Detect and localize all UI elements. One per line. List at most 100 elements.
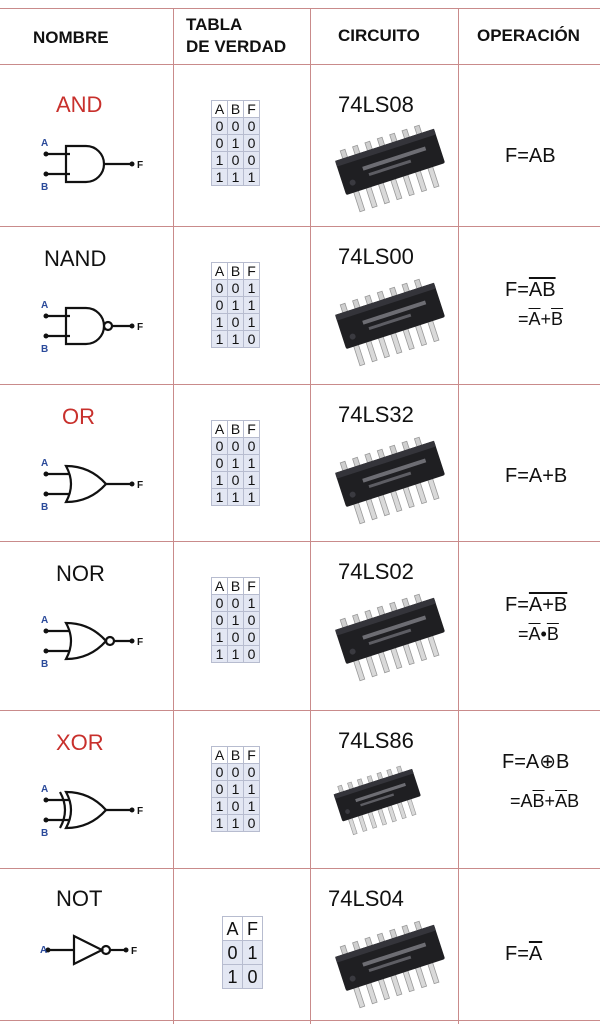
truth-table-header: A bbox=[211, 577, 228, 595]
chip-part-number: 74LS86 bbox=[338, 728, 414, 753]
operation-line1: F=AB bbox=[505, 278, 556, 302]
truth-table-cell: 0 bbox=[211, 134, 228, 152]
truth-table-header: F bbox=[243, 746, 260, 764]
chip-part-number: 74LS32 bbox=[338, 402, 414, 427]
truth-table-cell: 0 bbox=[227, 628, 244, 646]
operation-term: =A bbox=[510, 791, 533, 811]
truth-table-header: B bbox=[227, 100, 244, 118]
truth-table-cell: 1 bbox=[222, 964, 243, 989]
pin-f-label: F bbox=[131, 946, 137, 957]
column-divider bbox=[458, 8, 459, 1024]
truth-table-cell: 1 bbox=[211, 645, 228, 663]
truth-table-cell: 1 bbox=[211, 151, 228, 169]
pin-a-label: A bbox=[41, 458, 48, 469]
truth-table-cell: 0 bbox=[227, 594, 244, 612]
pin-b-label: B bbox=[41, 659, 48, 670]
truth-table-cell: 1 bbox=[243, 296, 260, 314]
column-divider bbox=[310, 8, 311, 1024]
truth-table-cell: 0 bbox=[243, 814, 260, 832]
truth-table-cell: 1 bbox=[227, 454, 244, 472]
operation-term: • bbox=[540, 624, 547, 644]
operation-line1: F=A+B bbox=[505, 593, 567, 617]
truth-table-header: B bbox=[227, 577, 244, 595]
header-truth-table: TABLA DE VERDAD bbox=[186, 14, 286, 58]
ic-chip-icon bbox=[335, 593, 445, 682]
truth-table-header: A bbox=[211, 100, 228, 118]
operation-term: B bbox=[567, 791, 580, 811]
operation-term: F=A⊕B bbox=[502, 751, 570, 773]
truth-table-cell: 1 bbox=[243, 594, 260, 612]
operation-term: F= bbox=[505, 594, 529, 616]
truth-table-cell: 1 bbox=[211, 797, 228, 815]
pin-b-label: B bbox=[41, 828, 48, 839]
operation-term: A bbox=[528, 943, 543, 965]
row-divider bbox=[0, 868, 600, 869]
ic-chip-icon bbox=[335, 124, 445, 213]
pin-f-label: F bbox=[137, 160, 143, 171]
ic-chip-icon bbox=[333, 765, 421, 836]
nor-gate-symbol-icon: ABF bbox=[41, 615, 143, 670]
truth-table-cell: 1 bbox=[227, 168, 244, 186]
truth-table-cell: 0 bbox=[227, 313, 244, 331]
truth-table-header: A bbox=[222, 916, 243, 941]
truth-table-cell: 0 bbox=[227, 763, 244, 781]
operation-term: F=AB bbox=[505, 145, 556, 167]
gate-name: XOR bbox=[56, 730, 104, 755]
truth-table-header: F bbox=[243, 577, 260, 595]
truth-table-header: B bbox=[227, 262, 244, 280]
truth-table-header: F bbox=[243, 420, 260, 438]
header-truth-line1: TABLA bbox=[186, 15, 243, 34]
operation-term: + bbox=[540, 309, 552, 329]
truth-table-cell: 0 bbox=[227, 437, 244, 455]
operation-term: = bbox=[518, 309, 529, 329]
operation-line1: F=A⊕B bbox=[502, 750, 569, 774]
header-circuit: CIRCUITO bbox=[338, 26, 420, 45]
pin-b-label: B bbox=[41, 502, 48, 513]
operation-term: A+B bbox=[528, 594, 568, 616]
truth-table-cell: 1 bbox=[227, 780, 244, 798]
truth-table-cell: 1 bbox=[227, 296, 244, 314]
truth-table-cell: 1 bbox=[243, 780, 260, 798]
row-divider bbox=[0, 384, 600, 385]
pin-a-label: A bbox=[41, 615, 48, 626]
row-divider bbox=[0, 541, 600, 542]
chip-image bbox=[328, 122, 454, 219]
chip-image bbox=[328, 918, 454, 1015]
row-divider bbox=[0, 1020, 600, 1021]
truth-table-cell: 1 bbox=[211, 330, 228, 348]
row-divider bbox=[0, 64, 600, 65]
truth-table-cell: 1 bbox=[227, 134, 244, 152]
truth-table-cell: 0 bbox=[243, 134, 260, 152]
truth-table-cell: 1 bbox=[243, 471, 260, 489]
chip-image bbox=[328, 276, 454, 373]
truth-table-cell: 0 bbox=[211, 594, 228, 612]
pin-a-label: A bbox=[40, 945, 47, 956]
gate-name: AND bbox=[56, 92, 103, 117]
truth-table-cell: 0 bbox=[211, 763, 228, 781]
truth-table-cell: 1 bbox=[227, 330, 244, 348]
truth-table-cell: 0 bbox=[211, 780, 228, 798]
pin-b-label: B bbox=[41, 182, 48, 193]
truth-table-cell: 0 bbox=[243, 611, 260, 629]
operation-line1: F=A bbox=[505, 942, 542, 966]
xor-gate-symbol-icon: ABF bbox=[41, 784, 143, 839]
operation-term: A bbox=[528, 624, 541, 644]
truth-table-cell: 1 bbox=[227, 611, 244, 629]
truth-table-header: A bbox=[211, 420, 228, 438]
truth-table-cell: 1 bbox=[227, 814, 244, 832]
operation-term: F=A+B bbox=[505, 465, 568, 487]
truth-table-cell: 1 bbox=[211, 313, 228, 331]
pin-f-label: F bbox=[137, 480, 143, 491]
row-divider bbox=[0, 8, 600, 9]
truth-table-cell: 1 bbox=[243, 313, 260, 331]
